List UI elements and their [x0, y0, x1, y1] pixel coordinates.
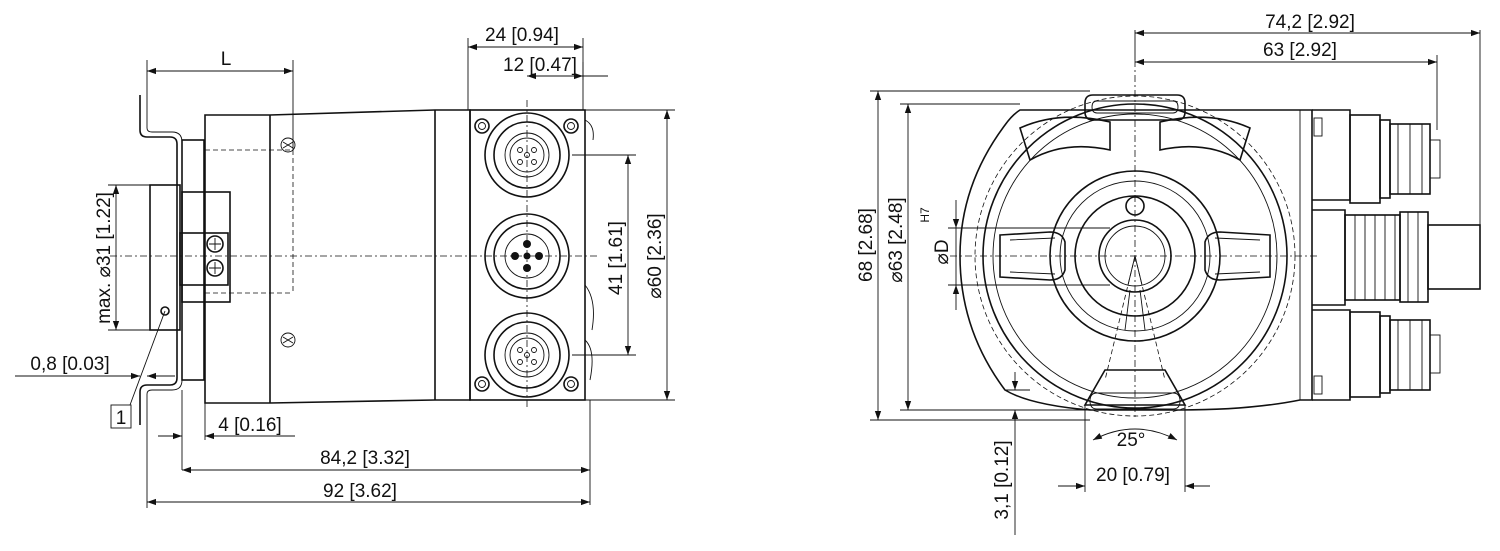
housing-screw-upper	[280, 137, 296, 153]
clamp-screw-lower	[206, 259, 224, 277]
dim-connector-pitch: 41 [1.61]	[606, 221, 627, 295]
flange-hole	[160, 306, 170, 316]
dim-body-length: 84,2 [3.32]	[320, 448, 410, 469]
top-slot	[1084, 94, 1186, 121]
side-view: L 24 [0.94] 12 [0.47] max. ⌀31 [1.22] 0,…	[15, 25, 675, 508]
dim-total-width: 74,2 [2.92]	[1265, 12, 1355, 33]
hollow-shaft	[149, 184, 181, 331]
dim-length-symbol: L	[221, 49, 232, 70]
housing-screw-lower	[280, 332, 296, 348]
connector-plate	[469, 109, 586, 401]
dim-slot-width: 20 [0.79]	[1096, 465, 1170, 486]
dim-slot-depth: 3,1 [0.12]	[992, 440, 1013, 519]
dim-width-to-housing: 63 [2.92]	[1263, 40, 1337, 61]
connector-top-side	[1312, 109, 1441, 204]
dim-total-length: 92 [3.62]	[323, 481, 397, 502]
callout-number: 1	[116, 408, 127, 429]
clamping-ring	[179, 232, 229, 286]
dim-connector-center: 12 [0.47]	[503, 55, 577, 76]
front-housing	[959, 109, 1313, 411]
front-view: 74,2 [2.92] 63 [2.92] 68 [2.68] ⌀63 [2.4…	[856, 12, 1481, 535]
mounting-flange	[139, 95, 178, 425]
dim-bore-dia: ⌀D	[932, 239, 953, 264]
dim-housing-dia: ⌀63 [2.48]	[886, 197, 907, 282]
dim-flange-thickness: 0,8 [0.03]	[30, 354, 109, 375]
dim-height: 68 [2.68]	[856, 208, 877, 282]
dim-body-dia: ⌀60 [2.36]	[645, 213, 666, 298]
encoder-housing	[204, 109, 471, 404]
callout-box	[110, 404, 132, 429]
dim-slot-angle: 25°	[1117, 430, 1146, 451]
dim-flange-offset: 4 [0.16]	[218, 415, 281, 436]
clamp-screw-upper	[206, 235, 224, 253]
dim-connector-width: 24 [0.94]	[485, 25, 559, 46]
dim-bore-tolerance: H7	[918, 207, 932, 223]
stator-arms	[999, 231, 1066, 281]
plate-screws	[474, 118, 579, 392]
connector-middle-side	[1312, 209, 1481, 306]
connector-bottom-side	[1312, 309, 1441, 401]
dim-max-shaft-dia: max. ⌀31 [1.22]	[94, 192, 115, 324]
